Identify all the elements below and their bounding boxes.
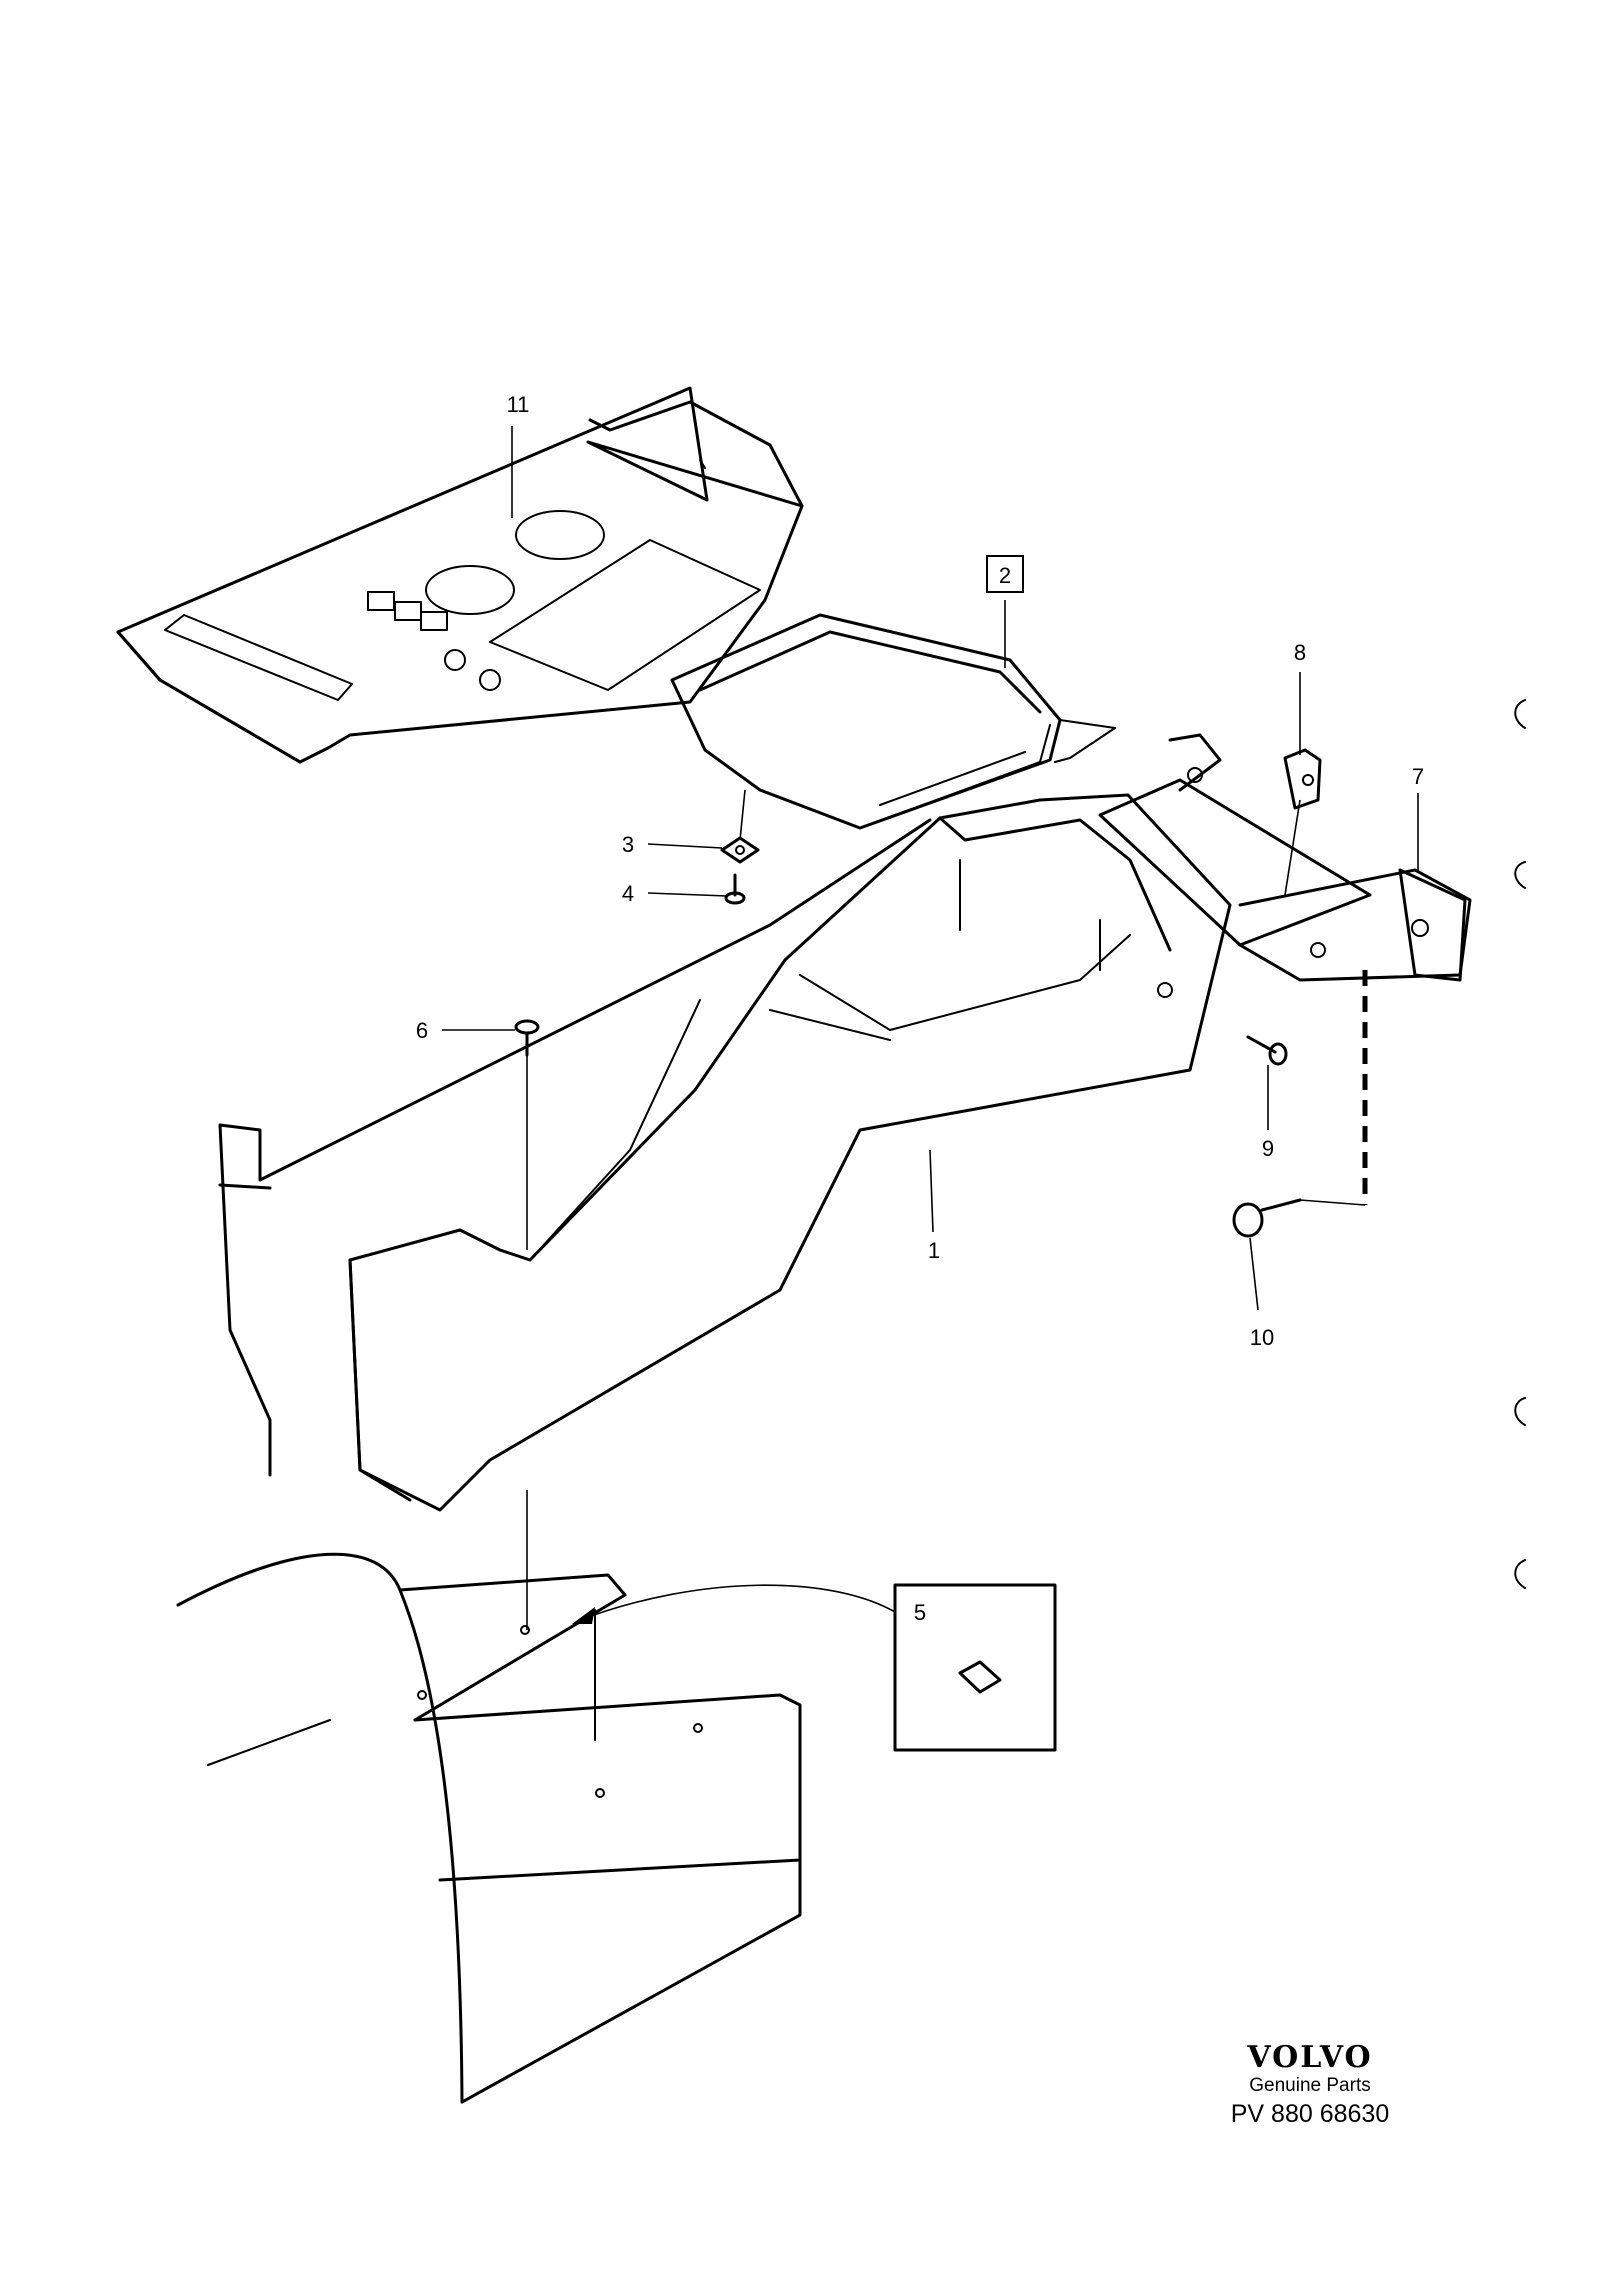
binding-marks (1514, 699, 1526, 1589)
floor-tunnel-outline (176, 1552, 802, 2104)
part-2-armrest (670, 613, 1116, 830)
callout-2: 2 (999, 563, 1011, 588)
brand-subtitle: Genuine Parts (1249, 2075, 1371, 2096)
assembly-lines (526, 789, 1368, 1630)
detail-box-5 (572, 1583, 1057, 1752)
part-7-bracket (1098, 733, 1472, 982)
callout-7: 7 (1412, 764, 1424, 789)
part-8-clip (1283, 748, 1322, 810)
part-10-bolt (1232, 1198, 1302, 1238)
callout-labels: 11 2 8 7 3 4 6 1 9 10 5 (416, 392, 1424, 1625)
callout-1: 1 (928, 1238, 940, 1263)
volvo-logo: VOLVO (1247, 2040, 1373, 2075)
callout-5: 5 (914, 1600, 926, 1625)
callout-10: 10 (1250, 1325, 1274, 1350)
part-1-console (218, 793, 1232, 1512)
callout-3: 3 (622, 832, 634, 857)
part-3-nut (720, 836, 760, 864)
part-4-screw (724, 873, 746, 905)
callout-4: 4 (622, 881, 634, 906)
callout-9: 9 (1262, 1136, 1274, 1161)
callout-11: 11 (507, 392, 530, 417)
callout-leaders (442, 426, 1419, 1311)
callout-2-box (986, 555, 1024, 593)
callout-8: 8 (1294, 640, 1306, 665)
part-11-trim-panel (116, 386, 804, 764)
branding-block: VOLVO Genuine Parts PV 880 68630 (1200, 2042, 1420, 2130)
part-9-bolt (1246, 1035, 1288, 1066)
diagram-code: PV 880 68630 (1230, 2100, 1390, 2128)
callout-6: 6 (416, 1018, 428, 1043)
